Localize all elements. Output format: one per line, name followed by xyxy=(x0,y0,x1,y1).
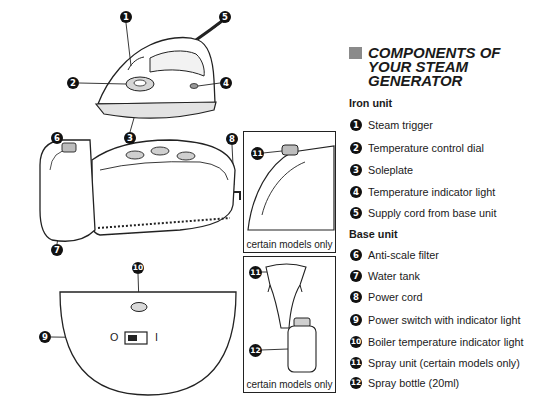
iron-body xyxy=(98,38,215,104)
part-name: Temperature control dial xyxy=(368,142,484,155)
callout-text: 1 xyxy=(353,121,359,130)
callout-number: 7 xyxy=(51,244,63,256)
supply-cord xyxy=(196,21,222,40)
callout-text: 2 xyxy=(353,144,359,153)
base-underside xyxy=(60,292,236,395)
callout-text: 6 xyxy=(54,134,60,143)
part-name: Temperature indicator light xyxy=(368,186,495,199)
switch-marking: O xyxy=(110,331,118,344)
callout-number: 1 xyxy=(350,119,362,131)
inset-panel: certain models only 11 12 xyxy=(243,256,336,393)
iron-handle xyxy=(150,51,204,76)
part-name: Boiler temperature indicator light xyxy=(368,336,523,349)
part-name: Power switch with indicator light xyxy=(368,314,520,327)
part-name: Soleplate xyxy=(368,164,413,177)
callout-number: 5 xyxy=(350,207,362,219)
callout-number: 4 xyxy=(350,186,362,198)
part-name: Supply cord from base unit xyxy=(368,207,496,220)
callout-text: 1 xyxy=(123,13,129,22)
inset-panel: certain models only 11 xyxy=(243,131,336,253)
temperature-dial xyxy=(126,77,154,91)
callout-text: 3 xyxy=(353,166,359,175)
callout-number: 2 xyxy=(67,77,79,89)
iron-closeup xyxy=(248,146,334,230)
base-button xyxy=(126,151,144,159)
part-name: Power cord xyxy=(368,291,423,304)
callout-text: 4 xyxy=(353,188,359,197)
indicator-light xyxy=(190,84,198,89)
spray-bottle xyxy=(288,326,316,372)
panel-note: certain models only xyxy=(244,240,335,250)
callout-number: 9 xyxy=(350,314,362,326)
callout-text: 4 xyxy=(223,79,229,88)
callout-text: 10 xyxy=(351,338,361,346)
part-name: Anti-scale filter xyxy=(368,249,439,262)
switch-rocker xyxy=(128,335,137,341)
callout-number: 6 xyxy=(51,132,63,144)
part-name: Water tank xyxy=(368,270,420,283)
callout-text: 7 xyxy=(54,246,60,255)
soleplate xyxy=(96,102,216,118)
callout-number: 1 xyxy=(120,11,132,23)
callout-text: 9 xyxy=(42,333,48,342)
callout-text: 11 xyxy=(252,150,262,158)
panel-note: certain models only xyxy=(244,380,335,390)
power-switch xyxy=(125,332,147,344)
iron-edge xyxy=(262,162,305,215)
base-button xyxy=(151,147,169,155)
power-cord xyxy=(234,192,240,200)
callout-number: 5 xyxy=(219,11,231,23)
base-ridge xyxy=(100,162,228,180)
base-vents xyxy=(98,218,230,228)
water-tank xyxy=(40,140,95,241)
callout-number: 10 xyxy=(132,262,144,274)
callout-text: 7 xyxy=(353,272,359,281)
callout-number: 3 xyxy=(124,132,136,144)
part-name: Steam trigger xyxy=(368,119,433,132)
anti-scale-filter xyxy=(62,143,76,152)
callout-text: 8 xyxy=(353,293,359,302)
callout-number: 8 xyxy=(226,133,238,145)
callout-number: 11 xyxy=(251,147,264,160)
part-name: Spray bottle (20ml) xyxy=(368,377,459,390)
callout-text: 5 xyxy=(353,209,359,218)
callout-number: 12 xyxy=(350,377,362,389)
callout-number: 7 xyxy=(350,270,362,282)
callout-text: 12 xyxy=(351,379,361,387)
switch-marking: I xyxy=(155,331,158,344)
callout-number: 12 xyxy=(249,344,262,357)
base-body xyxy=(91,140,235,235)
callout-number: 11 xyxy=(350,357,362,369)
callout-text: 6 xyxy=(353,251,359,260)
dial-knob xyxy=(134,80,146,86)
callout-number: 6 xyxy=(350,249,362,261)
callout-text: 5 xyxy=(222,13,228,22)
callout-text: 10 xyxy=(133,264,143,272)
page-title: COMPONENTS OF YOUR STEAM GENERATOR xyxy=(368,46,518,88)
boiler-light xyxy=(131,303,147,312)
callout-number: 9 xyxy=(39,331,51,343)
section-heading: Base unit xyxy=(349,228,398,241)
callout-text: 9 xyxy=(353,316,359,325)
callout-number: 11 xyxy=(249,266,262,279)
callout-number: 10 xyxy=(350,336,362,348)
title-marker xyxy=(349,47,362,59)
callout-text: 12 xyxy=(250,347,260,355)
callout-text: 2 xyxy=(70,79,76,88)
callout-text: 11 xyxy=(250,269,260,277)
part-name: Spray unit (certain models only) xyxy=(368,357,520,370)
callout-text: 8 xyxy=(229,135,235,144)
callout-number: 3 xyxy=(350,164,362,176)
callout-number: 8 xyxy=(350,291,362,303)
section-heading: Iron unit xyxy=(349,97,392,110)
tank-highlight xyxy=(50,150,70,170)
callout-text: 11 xyxy=(351,359,361,367)
spray-nozzle xyxy=(282,145,298,155)
callout-number: 2 xyxy=(350,142,362,154)
callout-number: 4 xyxy=(220,77,232,89)
spray-drips xyxy=(268,285,302,292)
callout-text: 3 xyxy=(127,134,133,143)
base-button xyxy=(177,152,195,160)
